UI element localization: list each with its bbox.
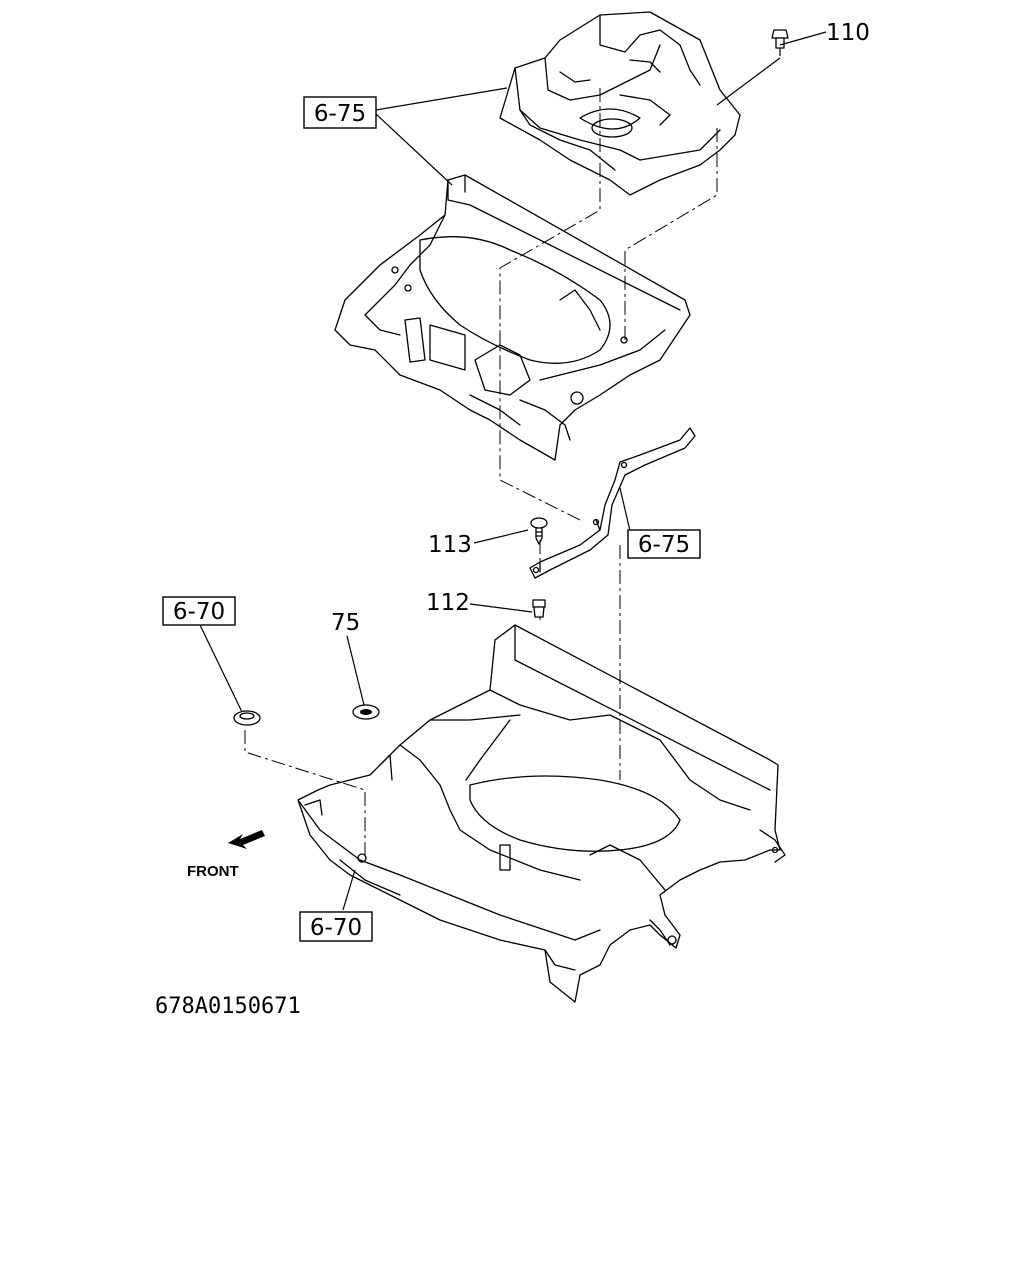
callout-113: 113: [428, 532, 472, 558]
ref-box-6-75-top: 6-75: [303, 96, 377, 129]
ref-label: 6-70: [173, 599, 225, 625]
leader-lines: [199, 31, 827, 911]
bolt-110: [771, 29, 789, 56]
clip-112: [532, 599, 546, 618]
ref-label: 6-75: [638, 532, 690, 558]
screw-113: [530, 517, 548, 545]
ref-box-6-70-left: 6-70: [162, 596, 236, 626]
grommet-75: [352, 704, 380, 720]
lower-floor-tray: [297, 624, 786, 1003]
arrow-left-down-icon: [228, 830, 265, 849]
upper-cover-panel: [499, 11, 741, 196]
ref-label: 6-75: [314, 101, 366, 127]
ref-box-6-75-mid: 6-75: [627, 529, 701, 559]
middle-floor-panel: [334, 174, 691, 461]
callout-110: 110: [826, 20, 870, 46]
plug-6-70: [233, 710, 261, 726]
figure-code: 678A0150671: [155, 994, 301, 1019]
support-bracket: [529, 427, 696, 579]
ref-label: 6-70: [310, 915, 362, 941]
ref-box-6-70-bottom: 6-70: [299, 911, 373, 942]
assembly-centerlines: [244, 88, 718, 860]
front-label: FRONT: [187, 863, 239, 880]
front-direction-indicator: FRONT: [187, 830, 265, 880]
callout-75: 75: [331, 610, 360, 636]
callout-112: 112: [426, 590, 470, 616]
